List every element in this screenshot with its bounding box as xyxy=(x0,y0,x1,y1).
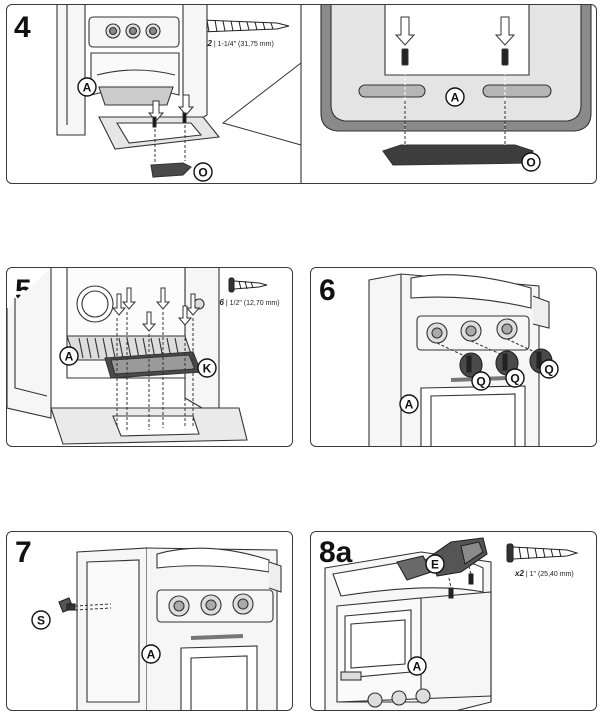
callout-a: A xyxy=(451,91,460,105)
oven-open-door-drawing: A O A O xyxy=(56,5,592,183)
callout-q: Q xyxy=(544,363,553,377)
callout-a: A xyxy=(147,648,156,662)
callout-a: A xyxy=(405,398,414,412)
callout-q: Q xyxy=(476,375,485,389)
step-8a-panel: 8a x2 | 1" (25,40 mm) xyxy=(310,531,597,711)
step-number: 8a xyxy=(319,536,353,569)
screw-size: 1" (25,40 mm) xyxy=(529,571,574,578)
screw-size: 1/2" (12,70 mm) xyxy=(229,300,280,307)
step-number: 7 xyxy=(15,536,32,569)
callout-q: Q xyxy=(510,372,519,386)
callout-k: K xyxy=(203,362,212,376)
screw-icon xyxy=(228,277,268,293)
step-4-panel: 4 x2 | 1-1/4" (31,75 mm) xyxy=(6,4,597,184)
screw-icon xyxy=(506,543,579,563)
step-7-panel: 7 S A xyxy=(6,531,293,711)
callout-o: O xyxy=(198,166,207,180)
step-number: 4 xyxy=(14,11,31,44)
oven-knobs-drawing: A Q Q Q xyxy=(368,273,559,446)
step-5-panel: 5 x6 | 1/2" (12,70 mm) xyxy=(6,267,293,447)
screw-spec: x2 | 1" (25,40 mm) xyxy=(515,569,574,578)
callout-a: A xyxy=(83,81,92,95)
screw-qty: x2 xyxy=(515,569,524,578)
callout-a: A xyxy=(413,660,422,674)
callout-o: O xyxy=(526,156,535,170)
oven-side-hook-drawing: S A xyxy=(31,547,282,710)
callout-e: E xyxy=(431,558,439,572)
step-number: 6 xyxy=(319,274,336,307)
screw-size: 1-1/4" (31,75 mm) xyxy=(217,41,274,48)
callout-s: S xyxy=(37,614,45,628)
callout-a: A xyxy=(65,350,74,364)
oven-rack-drawing: A K xyxy=(7,268,248,445)
step-6-panel: 6 xyxy=(310,267,597,447)
oven-back-bracket-drawing: E A xyxy=(324,537,492,710)
